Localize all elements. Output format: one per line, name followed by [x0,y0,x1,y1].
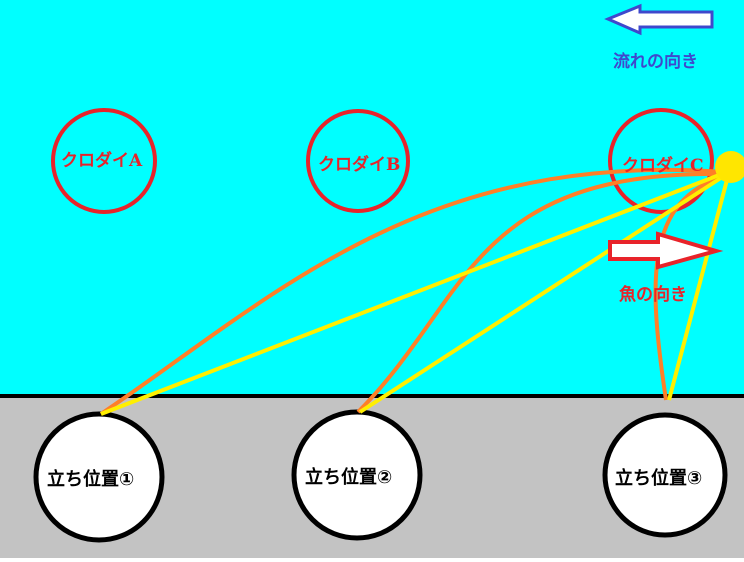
position-2-label: 立ち位置② [305,467,393,488]
position-3-circle [602,412,728,538]
fish-direction-arrow [608,231,724,270]
yellow-line-1 [100,170,728,416]
fish-b-label: クロダイB [318,155,401,175]
current-direction-label: 流れの向き [613,52,698,72]
fish-a-circle [51,108,157,214]
float-dot [715,151,744,183]
yellow-line-3 [667,175,730,401]
position-1-label: 立ち位置① [47,469,135,490]
position-1-circle [33,411,165,543]
water-area [0,0,744,395]
position-3-label: 立ち位置③ [615,468,703,489]
fish-direction-label: 魚の向き [619,285,687,305]
fish-a-label: クロダイA [61,151,143,171]
position-2-circle [291,409,423,541]
yellow-line-2 [358,172,729,414]
fish-c-label: クロダイC [622,156,704,176]
current-direction-arrow [604,3,714,36]
fish-c-circle [608,108,714,214]
orange-line-2 [356,171,726,414]
orange-line-1 [99,167,726,416]
fish-b-circle [306,109,410,213]
